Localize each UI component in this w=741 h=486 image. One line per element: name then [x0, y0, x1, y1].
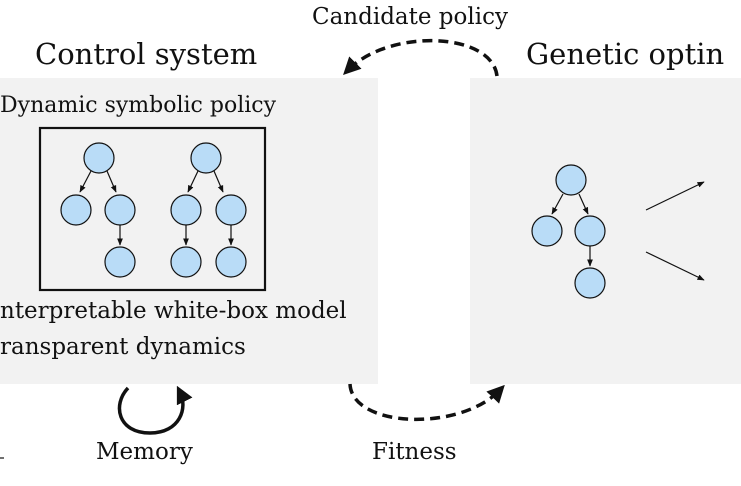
edge [187, 170, 199, 193]
tree-node [83, 142, 115, 174]
tree-node [574, 215, 606, 247]
edge [106, 170, 117, 193]
policy-label: Dynamic symbolic policy [0, 93, 277, 118]
offspring-arrow [645, 181, 705, 211]
edge [213, 170, 224, 193]
edge [79, 170, 92, 193]
model-line-2: ransparent dynamics [0, 334, 246, 360]
policy-frame [38, 126, 267, 292]
tree-node [170, 246, 202, 278]
memory-label: Memory [96, 439, 193, 465]
tree-node [215, 194, 247, 226]
fitness-label: Fitness [372, 439, 457, 465]
model-line-1: nterpretable white-box model [0, 298, 347, 324]
tree-node [170, 194, 202, 226]
offspring-arrow [645, 251, 705, 281]
edge [551, 193, 564, 215]
fitness-arrow [348, 383, 505, 422]
tree-node [531, 215, 563, 247]
edge [578, 193, 589, 215]
memory-loop-arrow [117, 385, 193, 435]
tree-node [60, 194, 92, 226]
tree-node [104, 246, 136, 278]
genetic-optimizer-title: Genetic optin [526, 37, 725, 71]
tree-node [555, 164, 587, 196]
tree-node [574, 267, 606, 299]
candidate-policy-label: Candidate policy [312, 4, 508, 30]
candidate-policy-arrow [343, 38, 499, 77]
tree-node [190, 142, 222, 174]
tree-node [104, 194, 136, 226]
control-system-title: Control system [35, 37, 258, 71]
tree-node [215, 246, 247, 278]
